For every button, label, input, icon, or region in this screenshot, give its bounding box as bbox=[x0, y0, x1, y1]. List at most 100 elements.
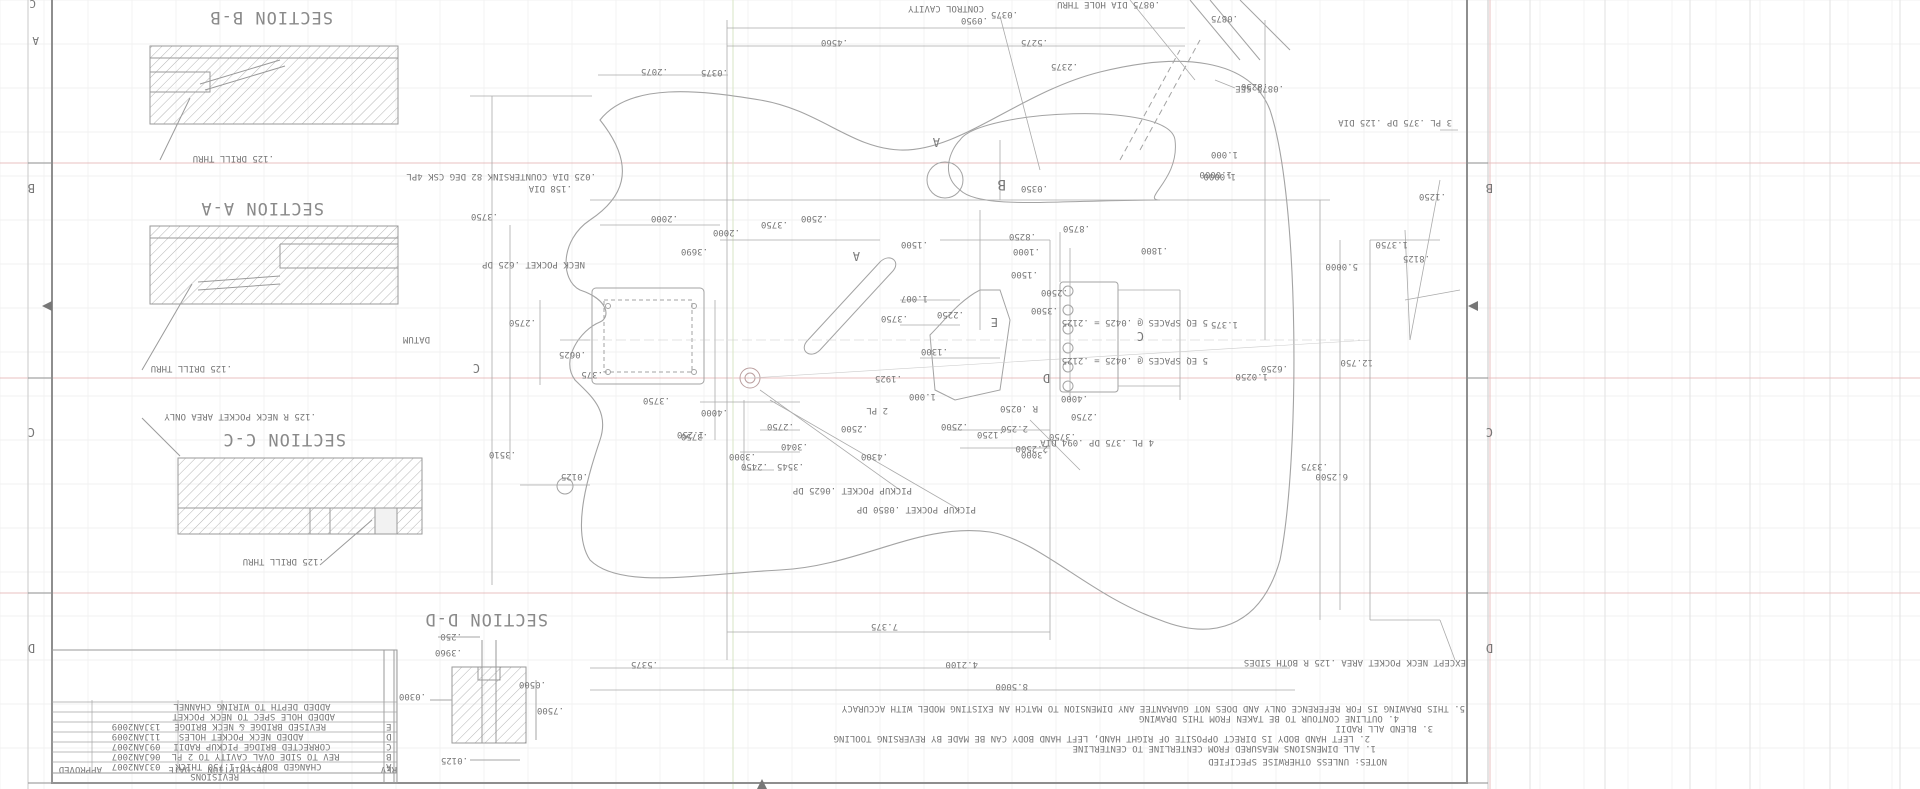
section-b-b-title: SECTION B-B bbox=[209, 7, 333, 27]
zone-letter-right-b: B bbox=[1486, 181, 1493, 195]
zone-letter-right-c: C bbox=[1486, 425, 1493, 439]
dimension-value: .2500 bbox=[841, 423, 868, 433]
zone-letters-left: A B C D C bbox=[28, 0, 39, 655]
dimension-value: 4.2100 bbox=[945, 659, 978, 669]
label-pickup-2: PICKUP POCKET .0850 DP bbox=[856, 504, 976, 514]
dimension-value: .1500 bbox=[1011, 269, 1038, 279]
dimension-value: .1500 bbox=[901, 239, 928, 249]
label-except-note: EXCEPT NECK POCKET AREA .125 R BOTH SIDE… bbox=[1244, 657, 1466, 667]
label-spacing-2: 5 EQ SPACES @ .0425 = .2125 bbox=[1062, 355, 1208, 365]
dimension-value: .2000 bbox=[713, 227, 740, 237]
pickup-cavity-2 bbox=[929, 289, 1011, 401]
zone-letter-fragment-c: C bbox=[29, 0, 36, 10]
section-d-d-title: SECTION D-D bbox=[424, 609, 548, 629]
revision-header: DATE bbox=[168, 764, 190, 774]
section-d-d-dim-6: .0125 bbox=[441, 755, 468, 765]
dimension-value: .0950 bbox=[961, 15, 988, 25]
revision-cell: 03JAN2007 bbox=[112, 761, 161, 771]
label-d-arrow: D bbox=[1043, 371, 1050, 385]
section-a-a-title: SECTION A-A bbox=[200, 198, 324, 218]
dimension-value: .3750 bbox=[471, 211, 498, 221]
label-holes-note: 4 PL .375 DP .094 DIA bbox=[1040, 437, 1154, 447]
revision-cell: ADDED HOLE SPEC TO NECK POCKET bbox=[172, 711, 335, 721]
note-5: 5. THIS DRAWING IS FOR REFERENCE ONLY AN… bbox=[841, 703, 1465, 713]
revision-cell: REV TO SIDE OVAL CAVITY TO 2 PL bbox=[172, 751, 340, 761]
dimension-value: 2.250 bbox=[1001, 423, 1028, 433]
label-r-ref: R .0250 bbox=[1000, 403, 1038, 413]
dimension-value: .2250 bbox=[937, 309, 964, 319]
dimension-value: .3750 bbox=[643, 395, 670, 405]
dimension-value: .3000 bbox=[1021, 449, 1048, 459]
dimension-value: .8250 bbox=[1009, 231, 1036, 241]
dimension-value: .0125 bbox=[561, 471, 588, 481]
section-d-d-dim-5: .7500 bbox=[537, 705, 564, 715]
dimension-value: .4300 bbox=[861, 451, 888, 461]
revision-title: REVISIONS bbox=[190, 771, 239, 781]
dimension-value: 1.0000 bbox=[1199, 169, 1232, 179]
main-view-dimensions: .0375.0950.4560.5275.0875.2075.2375.8250… bbox=[471, 9, 1446, 691]
dimension-value: .2500 bbox=[941, 421, 968, 431]
label-a-arrow: A bbox=[932, 135, 940, 149]
dimension-value: 5.0000 bbox=[1325, 261, 1358, 271]
revision-cell: ADDED DEPTH TO WIRING CHANNEL bbox=[173, 701, 330, 711]
dimension-value: .2000 bbox=[651, 213, 678, 223]
dimension-value: .3545 bbox=[777, 461, 804, 471]
section-b-b-callout: .125 DRILL THRU bbox=[193, 153, 274, 163]
section-d-d-dim-2: .3960 bbox=[435, 647, 462, 657]
dimension-value: 1.3750 bbox=[1375, 239, 1408, 249]
label-spacing-1: 5 EQ SPACES @ .0425 = .2125 bbox=[1062, 317, 1208, 327]
dimension-value: .3750 bbox=[1049, 431, 1076, 441]
section-c-c-title: SECTION C-C bbox=[222, 429, 346, 449]
pickup-cavity-1 bbox=[803, 257, 897, 355]
dimension-value: .5375 bbox=[631, 659, 658, 669]
label-hole-thru: .0875 DIA HOLE THRU bbox=[1057, 0, 1160, 9]
section-a-a-callout: .125 DRILL THRU bbox=[151, 363, 232, 373]
revision-header: DESCRIPTION bbox=[207, 764, 267, 774]
dimension-value: 1.0250 bbox=[1235, 371, 1268, 381]
dimension-value: .6250 bbox=[1261, 363, 1288, 373]
dimension-value: .3750 bbox=[681, 431, 708, 441]
dimension-value: .1250 bbox=[1419, 191, 1446, 201]
label-b-arrow: B bbox=[998, 176, 1006, 192]
dimension-value: .8250 bbox=[1241, 81, 1268, 91]
dimension-value: 1.000 bbox=[909, 391, 936, 401]
dimension-value: .1300 bbox=[921, 346, 948, 356]
section-a-a: SECTION A-A .125 DRILL THRU bbox=[141, 198, 399, 373]
section-d-d-dim-1: .250 bbox=[440, 631, 462, 641]
note-4: 4. OUTLINE CONTOUR TO BE TAKEN FROM THIS… bbox=[1139, 713, 1399, 723]
body-outline bbox=[565, 60, 1295, 630]
dimension-value: .1000 bbox=[1013, 246, 1040, 256]
zone-letter-a: A bbox=[32, 34, 39, 47]
revision-header: APPROVED bbox=[59, 764, 102, 774]
dimension-value: .3375 bbox=[1301, 461, 1328, 471]
label-datum: DATUM bbox=[402, 334, 430, 344]
section-c-c-callout-top: .125 R NECK POCKET AREA ONLY bbox=[164, 411, 316, 421]
dimension-value: .4000 bbox=[701, 407, 728, 417]
label-p-ref: 2 PL bbox=[866, 405, 888, 415]
revision-cell: 09JAN2007 bbox=[112, 741, 161, 751]
zone-letters-right: B C D bbox=[1486, 181, 1493, 655]
label-countersink: .025 DIA COUNTERSINK 82 DEG CSK 4PL bbox=[406, 171, 596, 181]
dimension-value: .3500 bbox=[1031, 305, 1058, 315]
note-2: 2. LEFT HAND BODY IS DIRECT OPPOSITE OF … bbox=[834, 733, 1370, 743]
dimension-value: .5275 bbox=[1021, 37, 1048, 47]
label-see-dp: .0875 SEE bbox=[1235, 83, 1284, 93]
dimension-value: .3690 bbox=[681, 246, 708, 256]
revision-cell: A bbox=[386, 761, 392, 771]
main-body-view bbox=[470, 0, 1461, 691]
dimension-value: .2500 bbox=[801, 213, 828, 223]
note-3: 3. BLEND ALL RADII bbox=[1335, 723, 1433, 733]
section-d-d-dim-4: .0300 bbox=[399, 691, 426, 701]
dimension-value: .8750 bbox=[1063, 223, 1090, 233]
revision-cell: 11JAN2009 bbox=[112, 731, 161, 741]
label-neck-pocket: NECK POCKET .625 DP bbox=[481, 259, 585, 269]
notes-heading: NOTES: UNLESS OTHERWISE SPECIFIED bbox=[1208, 756, 1387, 766]
section-d-d: SECTION D-D .250 .3960 .0500 .0300 .7500… bbox=[399, 609, 564, 765]
label-dia-4pl: .158 DIA bbox=[528, 183, 572, 193]
label-a-arrow-2: A bbox=[852, 249, 860, 263]
